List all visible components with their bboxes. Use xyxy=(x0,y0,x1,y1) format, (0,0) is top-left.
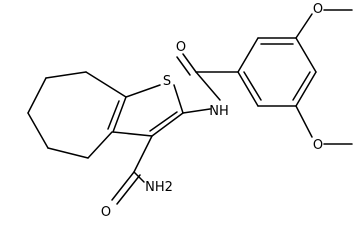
bond xyxy=(295,37,317,73)
bond xyxy=(125,84,161,98)
sulfur-label: S xyxy=(163,74,171,89)
bond xyxy=(182,108,211,114)
methoxy-groups xyxy=(295,9,353,145)
bond xyxy=(243,71,262,101)
bond xyxy=(176,56,191,76)
bond xyxy=(292,71,311,101)
bond xyxy=(151,112,184,137)
structure-figure: S NH O O O NH2 O xyxy=(27,2,353,220)
amide-linker xyxy=(176,53,239,114)
carbonyl-oxygen-label: O xyxy=(101,205,111,220)
bond xyxy=(111,171,135,201)
methoxy-oxygen-label: O xyxy=(313,138,323,153)
bond xyxy=(195,71,221,101)
carboxamide xyxy=(111,135,153,205)
thiophene-ring xyxy=(107,84,184,137)
bond xyxy=(107,100,120,130)
bond xyxy=(27,112,49,149)
bond xyxy=(27,77,47,114)
bond xyxy=(47,147,89,159)
bond xyxy=(295,71,317,107)
bond xyxy=(237,71,259,107)
amide-nh2-label: NH2 xyxy=(145,180,173,195)
carbonyl-oxygen-label: O xyxy=(176,40,186,55)
benzene-ring xyxy=(237,37,317,107)
bond xyxy=(295,13,313,39)
amide-nh-label: NH xyxy=(209,104,229,119)
cyclohexene-ring xyxy=(27,71,127,159)
bond xyxy=(112,131,153,137)
bond xyxy=(133,135,153,173)
bond xyxy=(87,131,113,159)
bond xyxy=(295,105,313,138)
bond xyxy=(112,96,127,133)
bond xyxy=(173,84,184,114)
bond xyxy=(45,71,87,79)
bond xyxy=(116,174,141,205)
bond xyxy=(85,71,127,98)
bond xyxy=(149,111,178,132)
bond xyxy=(182,53,197,73)
methoxy-oxygen-label: O xyxy=(313,2,323,17)
bond xyxy=(237,37,259,73)
molecule-drawing: S NH O O O NH2 O xyxy=(27,2,353,220)
